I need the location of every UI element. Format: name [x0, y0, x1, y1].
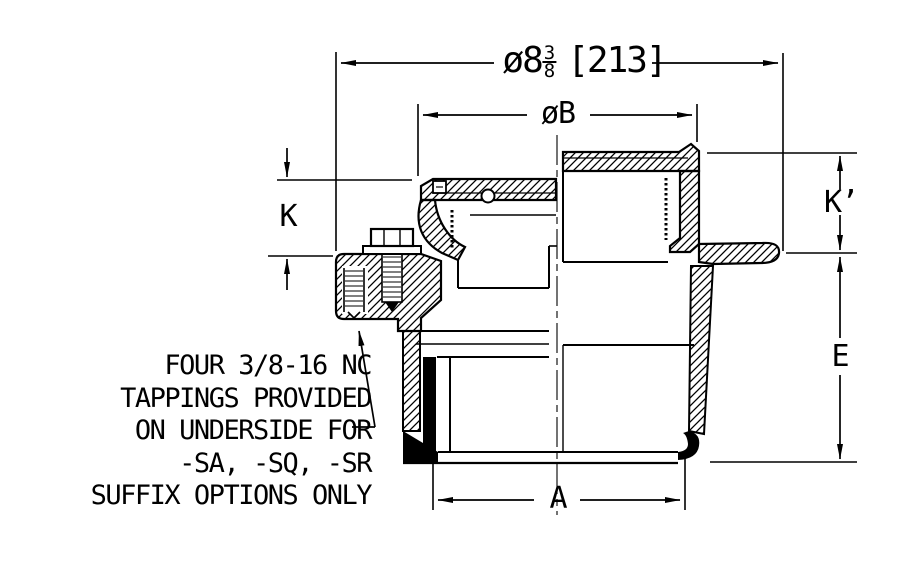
diameter-prefix: ø8 [502, 40, 543, 81]
dim-label-grate-diameter: øB [540, 96, 576, 131]
diameter-fraction: 3 8 [542, 42, 557, 82]
note-line-5: SUFFIX OPTIONS ONLY [90, 480, 373, 511]
extension-lines [268, 52, 857, 510]
dim-label-top-diameter: ø8 3 8 [213] [502, 40, 667, 82]
fraction-numerator: 3 [542, 42, 557, 64]
note-line-2: TAPPINGS PROVIDED [120, 382, 372, 414]
outer-wall-section-left [402, 330, 421, 432]
grate-hole [480, 188, 496, 204]
interior-lines [403, 152, 694, 465]
dim-label-k-right: K’ [823, 185, 859, 220]
collar-section-right [668, 169, 701, 254]
caulking-gasket [403, 357, 700, 463]
note-line-4: -SA, -SQ, -SR [179, 447, 372, 479]
flange-section-right [697, 241, 781, 266]
bolt-washer [362, 245, 422, 255]
dim-label-outlet-width: A [549, 481, 567, 516]
dim-label-k-left: K [279, 199, 297, 234]
neck-section-left [417, 198, 467, 262]
tappings-note: FOUR 3/8-16 NC TAPPINGS PROVIDED ON UNDE… [90, 350, 373, 513]
seat-corner-right [678, 431, 700, 460]
clamp-bolt [362, 227, 422, 312]
note-leader [352, 330, 376, 428]
note-line-1: FOUR 3/8-16 NC [164, 350, 372, 381]
dim-label-body-height: E [831, 339, 849, 374]
seat-corner-left [403, 431, 438, 463]
outer-wall-section-right [687, 265, 715, 436]
diameter-metric: [213] [567, 40, 667, 81]
fraction-denominator: 8 [543, 60, 556, 82]
bolt-tip [385, 302, 399, 312]
bolt-hex-head [369, 227, 415, 248]
tapped-hole [342, 266, 368, 320]
note-line-3: ON UNDERSIDE FOR [134, 415, 373, 446]
